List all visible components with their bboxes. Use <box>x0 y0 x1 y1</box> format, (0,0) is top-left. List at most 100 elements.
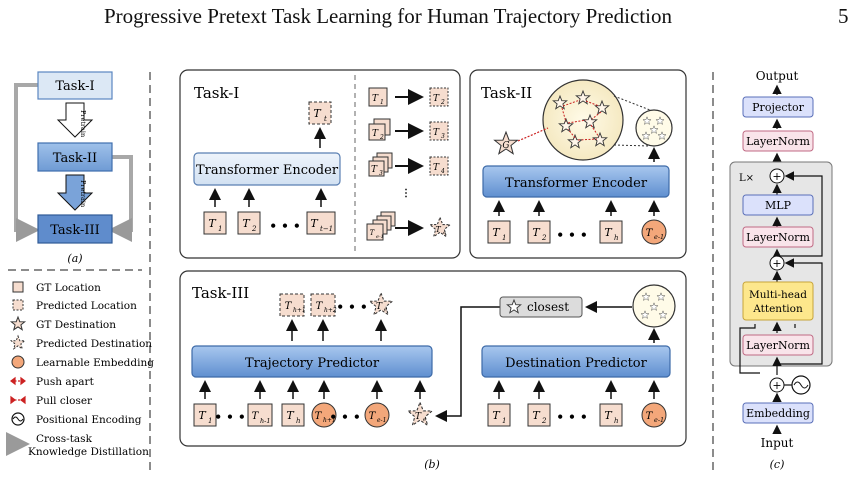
star-icon <box>10 316 26 331</box>
task1-inputs: T 1 T 2 • • • T t−1 <box>203 211 336 235</box>
svg-text:T: T <box>604 226 613 239</box>
svg-text:1: 1 <box>208 417 212 425</box>
svg-text:e-1: e-1 <box>654 233 664 241</box>
svg-text:T: T <box>435 225 441 234</box>
svg-text:MLP: MLP <box>765 199 792 212</box>
svg-text:LayerNorm: LayerNorm <box>746 339 810 352</box>
svg-text:T: T <box>492 409 501 422</box>
svg-text:T: T <box>604 409 613 422</box>
layernorm-top <box>742 130 814 152</box>
push-arrow-icon <box>10 376 26 386</box>
pretrain-arrow-2 <box>56 174 94 211</box>
task3-box <box>37 214 113 244</box>
projector-block <box>742 96 814 118</box>
svg-text:e: e <box>443 230 446 236</box>
task3-label: Task-III <box>50 223 100 238</box>
svg-text:1: 1 <box>502 417 506 425</box>
svg-text:T: T <box>372 129 379 139</box>
layernorm-bottom <box>742 334 814 356</box>
legend-label-3: Predicted Destination <box>36 338 152 350</box>
task2-panel: Task-II G Transformer Encoder <box>469 69 687 259</box>
legend-label-9: Knowledge Distillation <box>28 446 149 458</box>
svg-text:t−1: t−1 <box>320 225 333 233</box>
pretrain-label-2: Pretrain <box>79 180 87 207</box>
task1-encoder <box>193 152 341 186</box>
svg-text:h: h <box>614 417 619 425</box>
svg-text:T: T <box>532 226 541 239</box>
svg-text:h+1: h+1 <box>293 307 306 314</box>
svg-text:3: 3 <box>441 133 445 140</box>
svg-text:T: T <box>371 165 378 175</box>
svg-text:2: 2 <box>379 134 384 141</box>
svg-text:4: 4 <box>440 168 445 175</box>
multihead-attention-block <box>742 281 814 321</box>
svg-text:2: 2 <box>541 417 547 425</box>
svg-text:2: 2 <box>251 225 257 233</box>
dashed-square-icon <box>12 299 24 311</box>
trajectory-predictor <box>191 345 433 378</box>
svg-text:LayerNorm: LayerNorm <box>746 231 810 244</box>
svg-text:h-1: h-1 <box>260 417 271 425</box>
svg-text:T: T <box>433 128 440 138</box>
task3-traj-outputs: T h+1 T h+2 • • • T e <box>279 292 394 317</box>
svg-text:T: T <box>198 409 207 422</box>
panel-a: Task-I Pretrain Task-II Pretrain Task-II… <box>14 71 133 265</box>
svg-text:T: T <box>415 412 422 422</box>
legend-label-0: GT Location <box>36 282 101 294</box>
residual-add-1 <box>769 168 785 184</box>
svg-text:t: t <box>324 115 327 123</box>
svg-text:Attention: Attention <box>752 303 803 315</box>
svg-text:1: 1 <box>380 99 384 106</box>
svg-text:T: T <box>492 226 501 239</box>
svg-text:1: 1 <box>218 225 222 233</box>
svg-text:T: T <box>286 409 295 422</box>
svg-text:T: T <box>376 302 383 312</box>
svg-text:T: T <box>433 163 440 173</box>
svg-text:T: T <box>646 411 654 422</box>
svg-text:e-1: e-1 <box>377 417 386 424</box>
task3-dest-inputs: T 1 T 2 • • • T h T e-1 <box>487 402 667 428</box>
svg-text:Embedding: Embedding <box>746 407 810 420</box>
embedding-block <box>742 402 814 424</box>
svg-text:e-1: e-1 <box>654 416 664 424</box>
svg-text:• • •: • • • <box>214 410 245 424</box>
task1-encoder-label: Transformer Encoder <box>196 163 339 178</box>
svg-text:• • •: • • • <box>336 300 367 314</box>
task1-panel: Task-I Transformer Encoder T t T 1 T 2 •… <box>179 69 461 259</box>
svg-text:2: 2 <box>541 234 547 242</box>
svg-text:• • •: • • • <box>269 219 300 233</box>
task1-box <box>37 71 113 100</box>
task2-label: Task-II <box>53 151 97 166</box>
svg-text:e: e <box>384 307 388 313</box>
task3-traj-inputs: T 1 • • • T h-1 T h T h+1 • • • T e-1 T … <box>193 401 433 428</box>
task1-examples: T 1 T 2 T 2 T 3 T 3 T 4 ⋮ <box>366 87 451 241</box>
destination-predictor-label: Destination Predictor <box>505 356 647 371</box>
svg-text:T: T <box>372 94 379 104</box>
svg-text:T: T <box>369 411 377 422</box>
svg-text:LayerNorm: LayerNorm <box>746 135 810 148</box>
svg-text:T: T <box>285 301 293 312</box>
page-title: Progressive Pretext Task Learning for Hu… <box>104 4 672 28</box>
task2-box <box>37 142 113 172</box>
svg-text:2: 2 <box>440 99 445 106</box>
svg-text:h+1: h+1 <box>323 417 336 424</box>
positional-encoding-icon <box>791 375 811 395</box>
orange-circle-icon <box>11 355 25 369</box>
task2-title: Task-II <box>481 84 532 102</box>
panel-c: Output Projector LayerNorm L× + MLP Laye… <box>729 69 833 471</box>
page-number: 5 <box>838 4 849 28</box>
svg-text:T: T <box>313 107 322 120</box>
legend-label-5: Push apart <box>36 376 95 388</box>
svg-text:h+2: h+2 <box>324 307 337 314</box>
legend-label-6: Pull closer <box>36 395 93 407</box>
svg-text:T: T <box>315 411 323 422</box>
output-label: Output <box>756 69 799 83</box>
task1-title: Task-I <box>194 84 239 102</box>
svg-text:T: T <box>370 229 376 237</box>
task1-label: Task-I <box>55 79 94 94</box>
svg-text:• • •: • • • <box>329 410 360 424</box>
task2-inputs: T 1 T 2 • • • T h T e-1 <box>487 219 667 245</box>
svg-text:T: T <box>310 217 319 230</box>
legend-label-8: Cross-task <box>36 433 93 445</box>
legend-label-2: GT Destination <box>36 319 116 331</box>
